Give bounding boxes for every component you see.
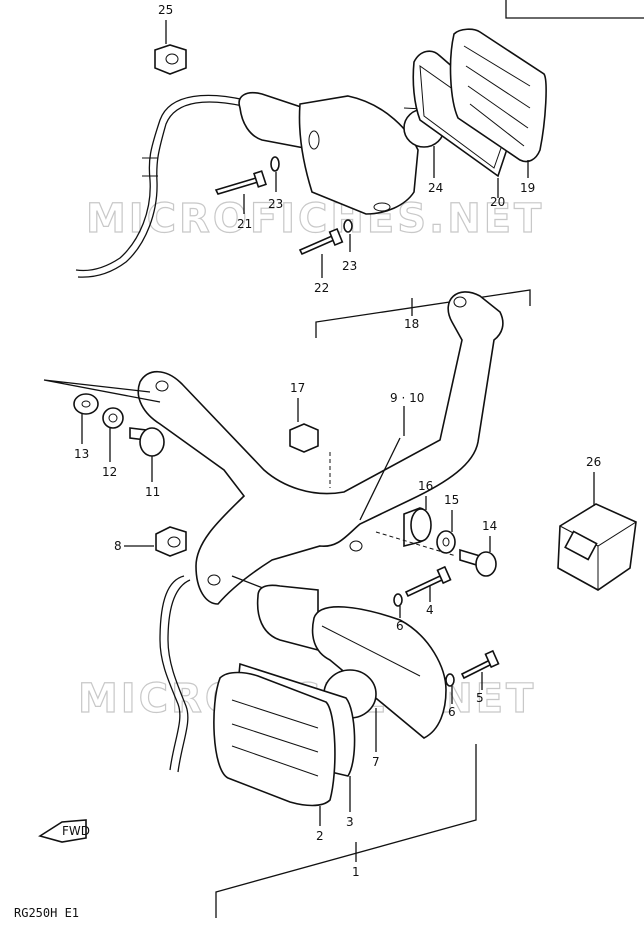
washer-23a [270,156,280,172]
callout-26: 26 [586,455,601,469]
callout-25: 25 [158,3,173,17]
callout-23a: 23 [268,197,283,211]
washer-12 [102,407,124,429]
bracket-18 [315,289,531,338]
svg-text:FWD: FWD [62,824,90,838]
callout-18: 18 [404,317,419,331]
screw-21 [214,170,267,195]
callout-19: 19 [520,181,535,195]
turn-signal-housing-rear [238,92,419,215]
washer-15 [436,530,456,554]
screw-4 [404,565,452,598]
callout-12: 12 [102,465,117,479]
relay-26 [557,503,637,591]
nut-8 [155,526,187,557]
callout-23b: 23 [342,259,357,273]
washer-6b [445,673,455,687]
wire-bottom [159,575,185,771]
wire-top [75,94,246,272]
callout-2: 2 [316,829,324,843]
turn-signal-housing-front [256,584,447,739]
leader-9-10 [359,437,401,521]
lens-19 [449,28,547,163]
bolt-14 [459,548,497,577]
callout-7: 7 [372,755,380,769]
washer-13 [73,393,99,415]
nut-17 [289,423,319,453]
callout-17: 17 [290,381,305,395]
callout-14: 14 [482,519,497,533]
callout-1: 1 [352,865,360,879]
spacer-16 [403,507,432,548]
frame-corner [505,0,644,19]
bolt-11 [129,427,165,457]
washer-6a [393,593,403,607]
screw-5 [460,649,500,680]
callout-16: 16 [418,479,433,493]
callout-22: 22 [314,281,329,295]
bracket-1 [215,744,477,918]
callout-5: 5 [476,691,484,705]
callout-4: 4 [426,603,434,617]
callout-3: 3 [346,815,354,829]
screw-22 [298,227,344,256]
model-code: RG250H E1 [14,906,80,920]
callout-13: 13 [74,447,89,461]
washer-23b [343,219,353,233]
watermark-top: MICROFICHES.NET [86,196,544,242]
lens-2 [213,671,336,807]
callout-11: 11 [145,485,160,499]
fwd-arrow-icon: FWD [38,819,90,843]
callout-24: 24 [428,181,443,195]
callout-21: 21 [237,217,252,231]
bracket-9-10 [137,291,504,605]
callout-8: 8 [114,539,122,553]
callout-9-10: 9 · 10 [390,391,424,405]
callout-15: 15 [444,493,459,507]
callout-6b: 6 [448,705,456,719]
callout-20: 20 [490,195,505,209]
nut-25 [154,44,187,75]
callout-6a: 6 [396,619,404,633]
